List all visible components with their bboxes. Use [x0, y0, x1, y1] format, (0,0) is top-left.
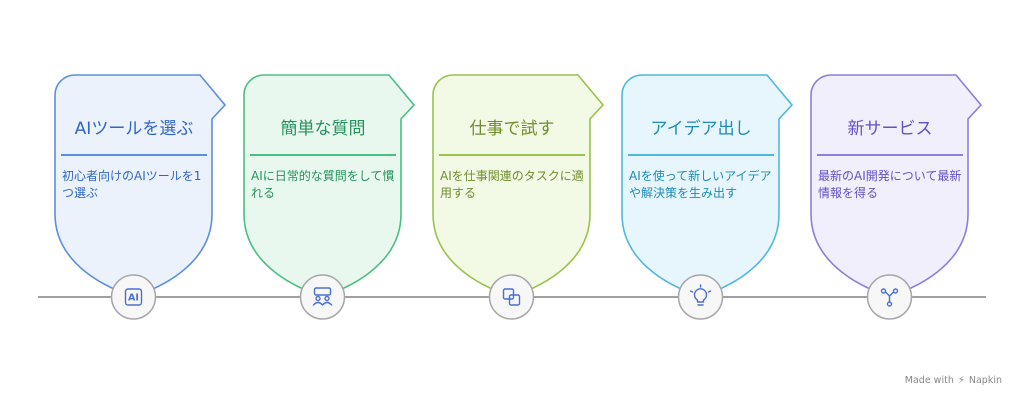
people-chat-icon — [312, 287, 333, 306]
step-card-5 — [810, 74, 983, 297]
step-description: AIを使って新しいアイデアや解決策を生み出す — [629, 169, 772, 200]
step-card-1 — [54, 74, 227, 297]
step-node-5 — [866, 274, 913, 320]
napkin-brand: Napkin — [968, 375, 1002, 386]
step-description: 最新のAI開発について最新情報を得る — [818, 169, 962, 200]
footer-watermark: Made with ⚡ Napkin — [905, 375, 1002, 386]
step-card-2 — [243, 74, 416, 297]
step-text-4: アイデア出し AIを使って新しいアイデアや解決策を生み出す — [628, 118, 774, 202]
svg-text:AI: AI — [128, 293, 139, 304]
step-divider — [250, 154, 396, 156]
step-title: 仕事で試す — [469, 119, 555, 139]
step-divider — [628, 154, 774, 156]
step-node-4 — [677, 274, 724, 320]
step-node-3 — [488, 274, 535, 320]
step-node-2 — [299, 274, 346, 320]
step-divider — [817, 154, 963, 156]
step-card-3 — [432, 74, 605, 297]
step-node-1: AI — [110, 274, 157, 320]
step-divider — [61, 154, 207, 156]
step-divider — [439, 154, 585, 156]
lightbulb-icon — [689, 284, 712, 306]
made-with-label: Made with — [904, 375, 954, 386]
step-title: 簡単な質問 — [280, 119, 366, 139]
ai-chip-icon: AI — [124, 288, 143, 306]
step-text-2: 簡単な質問 AIに日常的な質問をして慣れる — [250, 118, 396, 202]
step-title: 新サービス — [847, 119, 933, 139]
step-text-3: 仕事で試す AIを仕事関連のタスクに適用する — [439, 118, 585, 202]
step-description: AIに日常的な質問をして慣れる — [251, 169, 395, 200]
step-description: AIを仕事関連のタスクに適用する — [440, 169, 584, 200]
step-description: 初心者向けのAIツールを1つ選ぶ — [62, 169, 202, 200]
step-card-4 — [621, 74, 794, 297]
overlap-squares-icon — [502, 288, 521, 306]
step-text-1: AIツールを選ぶ初心者向けのAIツールを1つ選ぶ — [61, 118, 207, 202]
step-title: アイデア出し — [650, 119, 752, 139]
napkin-bolt-icon: ⚡ — [957, 375, 965, 386]
step-text-5: 新サービス最新のAI開発について最新情報を得る — [817, 118, 963, 202]
step-title: AIツールを選ぶ — [74, 119, 194, 139]
network-nodes-icon — [880, 288, 899, 307]
